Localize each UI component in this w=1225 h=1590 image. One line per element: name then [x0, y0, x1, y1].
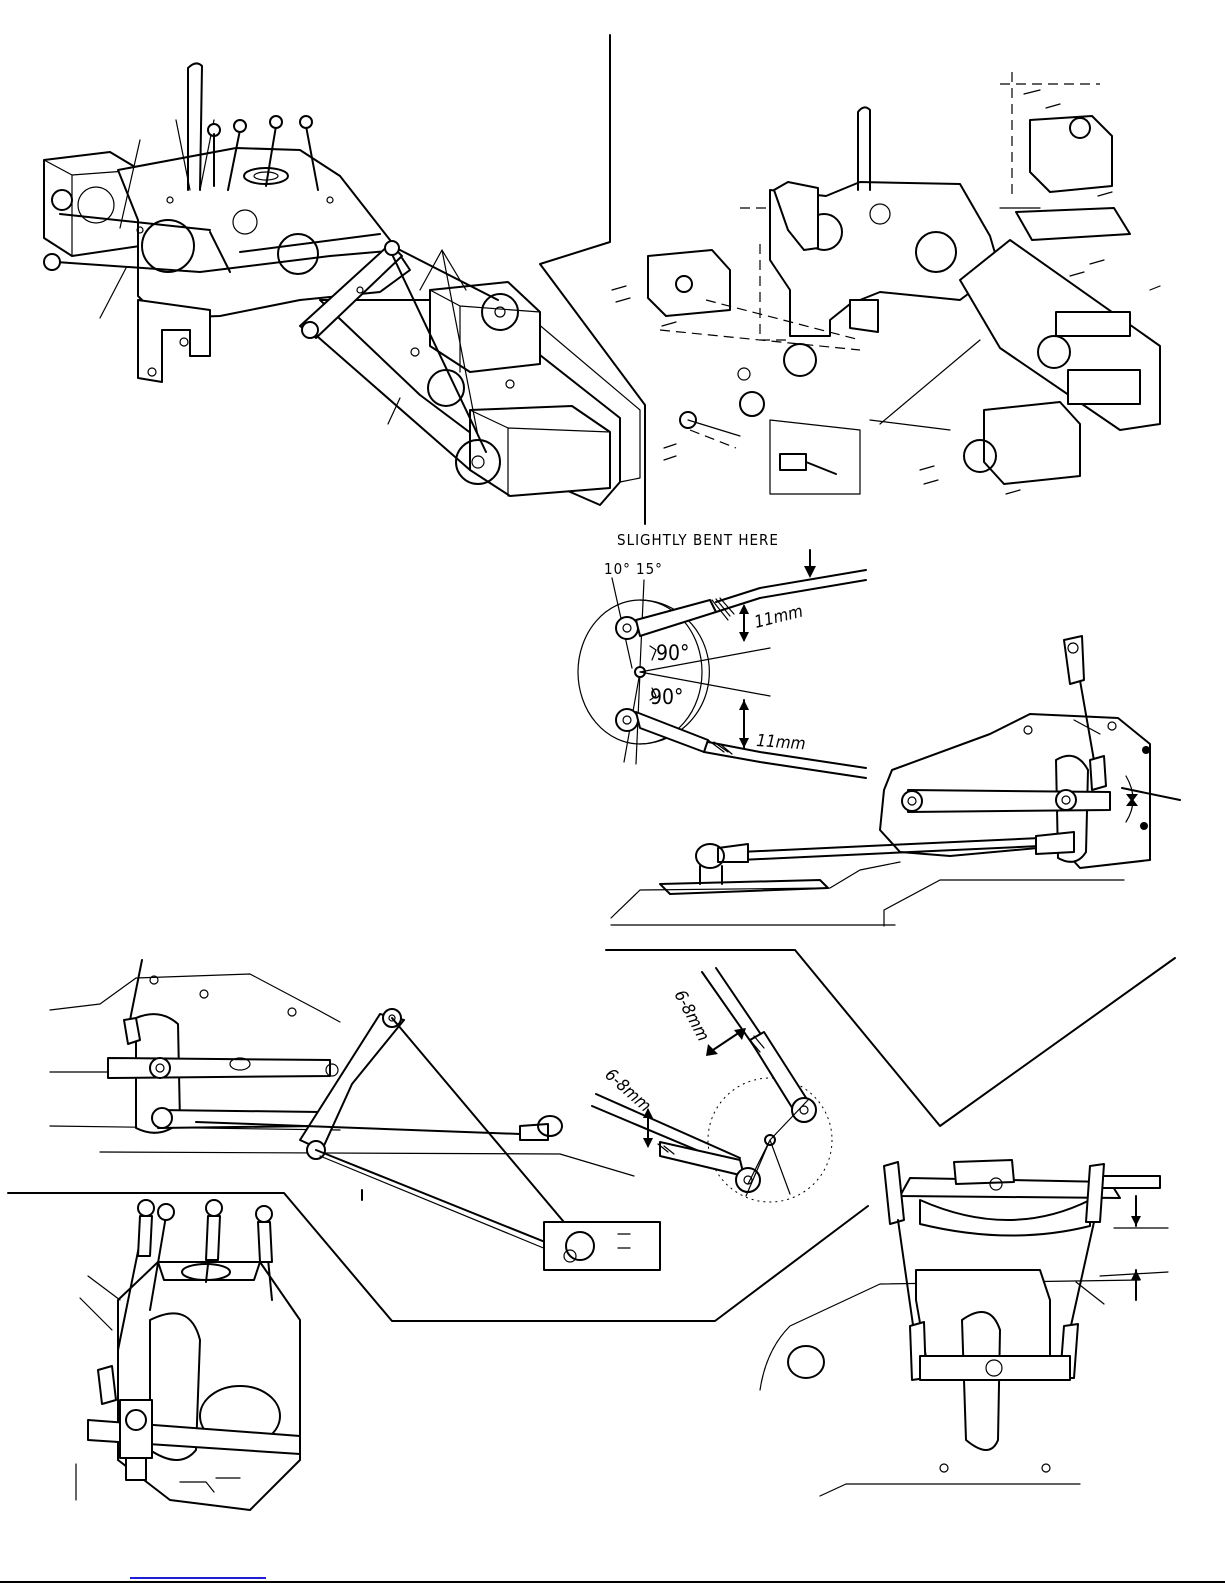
exploded-view-illustration [612, 72, 1160, 494]
side-view-linkage [611, 636, 1180, 926]
adjust-detail: 6-8mm 6-8mm [592, 968, 832, 1202]
length-6-8mm-upper: 6-8mm [670, 987, 713, 1045]
angle-10: 10° [604, 560, 631, 578]
right-angle-lower: 90° [650, 685, 683, 709]
front-view-illustration [760, 1160, 1168, 1496]
bent-rod-detail: SLIGHTLY BENT HERE 10° 15° 90° 90° [578, 531, 866, 778]
angle-15: 15° [636, 560, 663, 578]
length-11mm-upper: 11mm [752, 602, 805, 633]
right-angle-upper: 90° [656, 641, 689, 665]
swash-closeup-illustration [76, 1200, 300, 1510]
bent-note: SLIGHTLY BENT HERE [617, 531, 779, 549]
assembled-frame-illustration [44, 63, 640, 505]
length-11mm-lower: 11mm [756, 731, 807, 754]
